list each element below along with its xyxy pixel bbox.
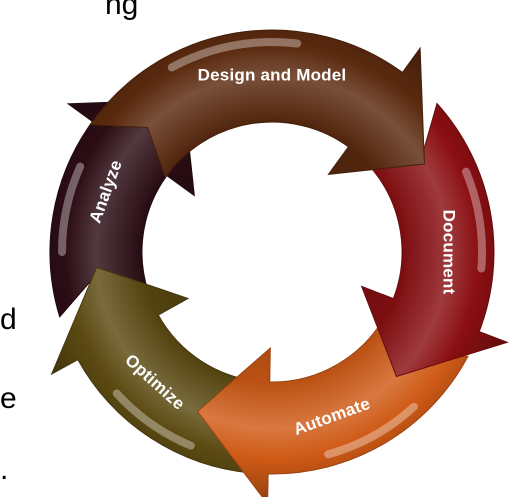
cycle-segment-document [360, 102, 509, 378]
cycle-segment-highlight-document [462, 167, 486, 273]
cycle-segments [49, 29, 509, 497]
background-text-left-2: e [0, 382, 17, 415]
cycle-label-document: Document [440, 210, 459, 295]
cycle-segment-highlight-analyze [58, 162, 85, 256]
cycle-segment-highlight-automate [324, 402, 418, 459]
background-text-left-3: . [0, 453, 9, 486]
cycle-label-design: Design and Model [198, 65, 347, 84]
cycle-segment-highlight-optimize [112, 389, 195, 450]
cycle-segment-design [89, 29, 425, 179]
cycle-segment-highlight-design [167, 38, 302, 72]
background-text-left-1: d [0, 303, 17, 336]
background-text-top: ng [105, 0, 139, 21]
